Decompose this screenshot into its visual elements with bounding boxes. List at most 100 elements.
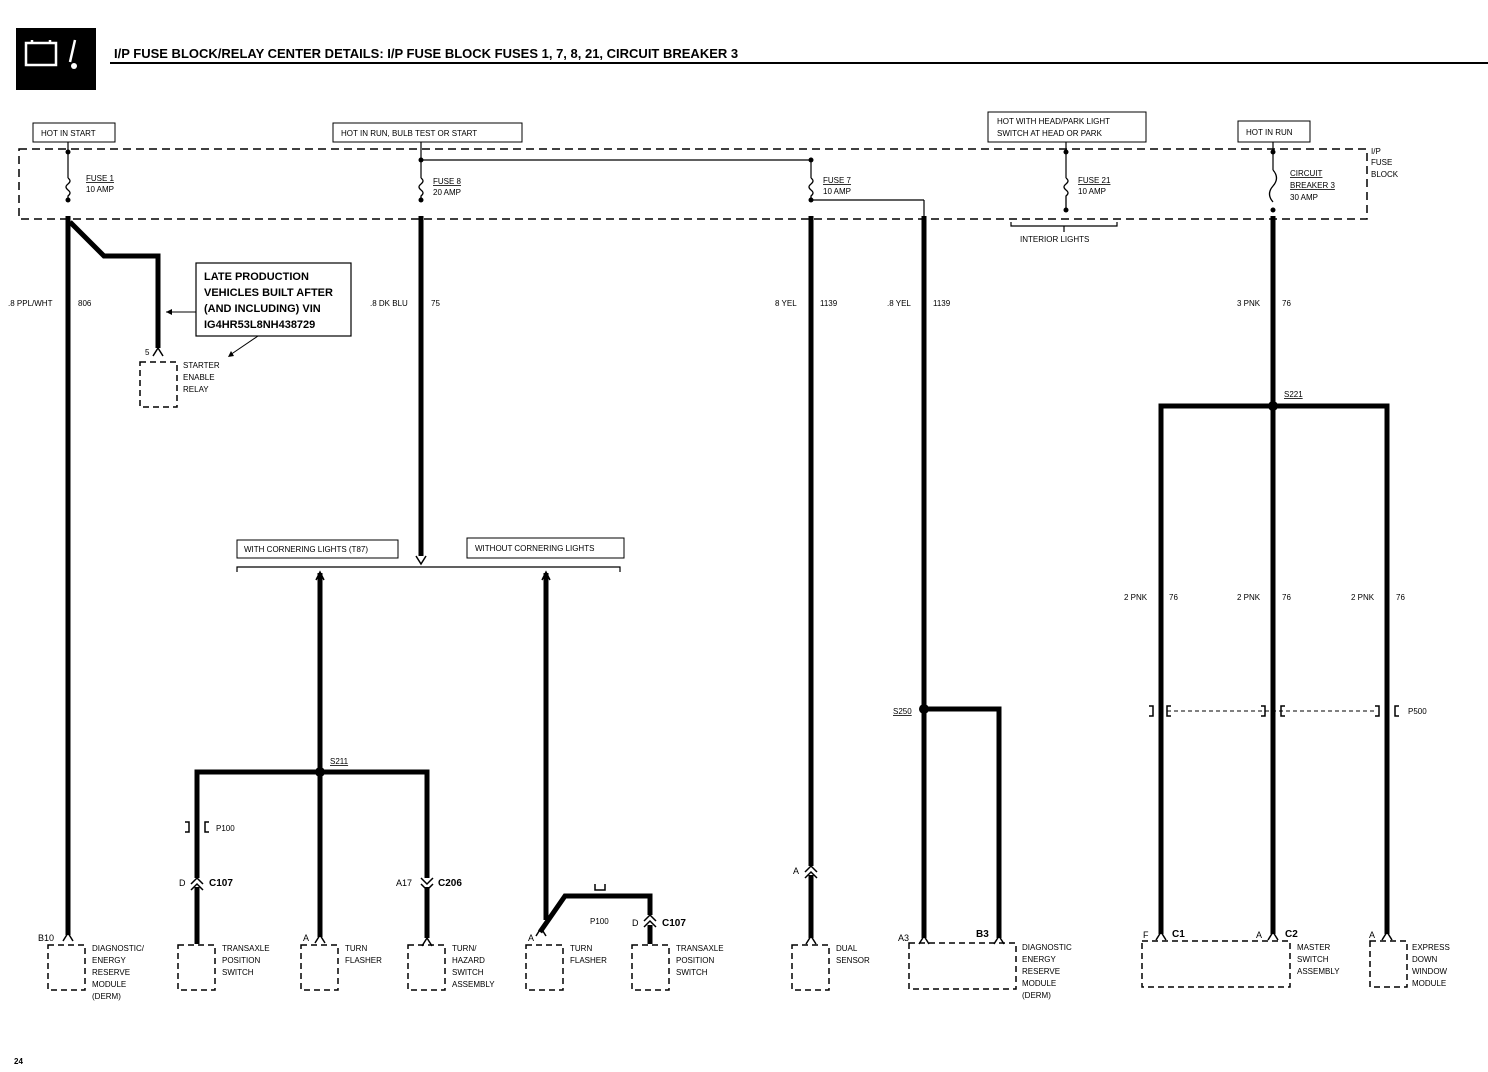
tps2-l2: POSITION [676,956,714,965]
wire-1139b-circuit: 1139 [933,299,951,308]
fuse-1-name: FUSE 1 [86,174,115,183]
wire-1139a-circuit: 1139 [820,299,838,308]
pin-a-master: A [1256,930,1262,940]
fuse-7-name: FUSE 7 [823,176,852,185]
fuse-21-amp: 10 AMP [1078,187,1106,196]
starter-relay-l2: ENABLE [183,373,215,382]
hot-labels [32,111,1311,143]
pin-a17: A17 [396,878,412,888]
tf2-l1: TURN [570,944,592,953]
edw-l3: WINDOW [1412,967,1448,976]
pin-a-turn-flasher-1: A [303,933,309,943]
connector-marks [185,821,818,928]
tf1-l2: FLASHER [345,956,382,965]
splice-dots [315,401,1278,777]
edw-l2: DOWN [1412,955,1438,964]
hot-head-park-label-line2: SWITCH AT HEAD OR PARK [997,129,1103,138]
turn-flasher-2 [525,944,564,991]
master-switch-assembly [1141,940,1291,988]
derm1-l2: ENERGY [92,956,126,965]
wire-76-right-circuit: 76 [1396,593,1405,602]
interior-lights-bracket [1010,222,1118,227]
wire-76-left-color: 2 PNK [1124,593,1148,602]
turn-flasher-1 [300,944,339,991]
pin-d-1: D [179,878,186,888]
late-production-note-l3: (AND INCLUDING) VIN [204,303,321,315]
wire-76-right-color: 2 PNK [1351,593,1375,602]
circuit-breaker-name-l2: BREAKER 3 [1290,181,1335,190]
transaxle-position-switch-2 [631,944,670,991]
connector-c1-label: C1 [1172,929,1185,940]
starter-relay-pin-arrow [152,346,164,357]
fuse-8-name: FUSE 8 [433,177,462,186]
late-production-note-box [195,262,352,337]
wire-75-color: .8 DK BLU [370,299,408,308]
option-bracket [236,566,621,572]
msa-l3: ASSEMBLY [1297,967,1340,976]
component-labels: DIAGNOSTIC/ ENERGY RESERVE MODULE (DERM)… [92,943,1450,1001]
pin-b10: B10 [38,933,54,943]
without-cornering-label: WITHOUT CORNERING LIGHTS [475,544,594,553]
p500-marks [1149,705,1399,717]
wire-76-main-circuit: 76 [1282,299,1291,308]
hot-in-run-bulb-label: HOT IN RUN, BULB TEST OR START [341,129,477,138]
fuse-symbols [65,169,1278,212]
circuit-breaker-name-l1: CIRCUIT [1290,169,1323,178]
edw-l1: EXPRESS [1412,943,1450,952]
page-number: 24 [14,1057,23,1066]
derm1-l3: RESERVE [92,968,130,977]
page-title: I/P FUSE BLOCK/RELAY CENTER DETAILS: I/P… [114,46,738,61]
fuse-dots [65,149,1276,213]
dual-sensor [791,944,830,991]
wire-75-circuit: 75 [431,299,440,308]
fuse-7-icon [808,177,814,202]
thz-l2: HAZARD [452,956,485,965]
hot-in-start-label: HOT IN START [41,129,96,138]
derm-module-2 [908,942,1017,990]
derm1-l5: (DERM) [92,992,121,1001]
dual-l2: SENSOR [836,956,870,965]
turn-hazard-switch-assembly [407,944,446,991]
heavy-wires [65,216,1390,944]
circuit-breaker-icon [1268,169,1278,203]
fuse-21-name: FUSE 21 [1078,176,1111,185]
tps2-l3: SWITCH [676,968,708,977]
wire-76-mid-color: 2 PNK [1237,593,1261,602]
starter-relay-l1: STARTER [183,361,220,370]
tps2-l1: TRANSAXLE [676,944,724,953]
thz-l4: ASSEMBLY [452,980,495,989]
pin-a-turn-flasher-2: A [528,933,534,943]
derm2-l4: MODULE [1022,979,1056,988]
wire-1139a-color: 8 YEL [775,299,797,308]
fuse-block-label-l2: FUSE [1371,158,1392,167]
pin-arrows [62,926,1393,947]
splice-s221-label: S221 [1284,390,1303,399]
dual-l1: DUAL [836,944,858,953]
late-production-note-l1: LATE PRODUCTION [204,271,309,283]
derm2-l2: ENERGY [1022,955,1056,964]
msa-l1: MASTER [1297,943,1331,952]
connector-p100-label: P100 [216,824,235,833]
wire-76-left-circuit: 76 [1169,593,1178,602]
fuse-block-label-l1: I/P [1371,147,1381,156]
with-cornering-label: WITH CORNERING LIGHTS (T87) [244,545,368,554]
connector-c107-label: C107 [209,878,233,889]
with-cornering-box [236,539,399,559]
starter-relay-pin: 5 [145,348,150,357]
fuse-block-bus [67,142,1274,216]
hot-in-run-label: HOT IN RUN [1246,128,1293,137]
tf1-l1: TURN [345,944,367,953]
fuse-block-outline [18,148,1368,220]
fuse-7-amp: 10 AMP [823,187,851,196]
late-production-note-l2: VEHICLES BUILT AFTER [204,287,333,299]
thz-l1: TURN/ [452,944,477,953]
tps1-l3: SWITCH [222,968,254,977]
fuse-8-icon [418,177,424,202]
wire-806-circuit: 806 [78,299,92,308]
derm2-l3: RESERVE [1022,967,1060,976]
fuse-1-amp: 10 AMP [86,185,114,194]
connector-c2-label: C2 [1285,929,1298,940]
pin-d-2: D [632,918,639,928]
derm2-l1: DIAGNOSTIC [1022,943,1072,952]
connector-c206-label: C206 [438,878,462,889]
